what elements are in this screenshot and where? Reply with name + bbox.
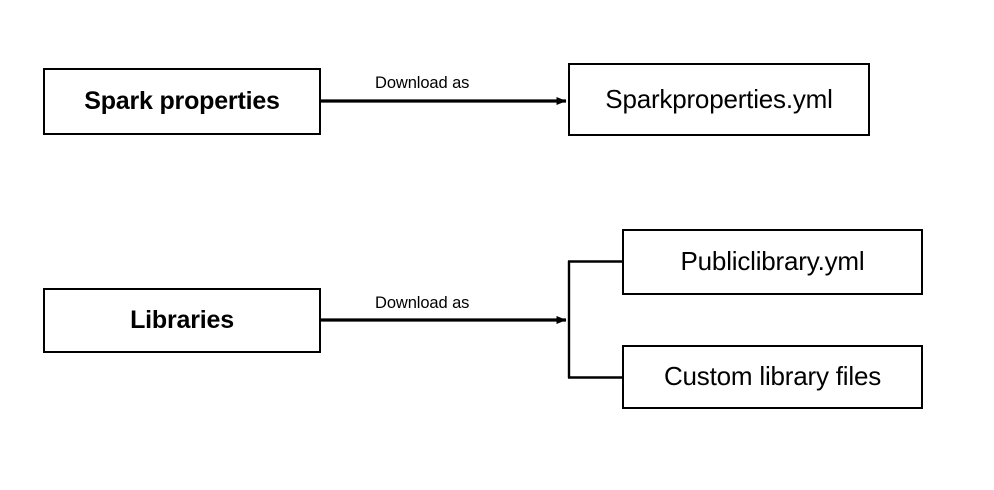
edge-label-download-as-libraries: Download as [375, 294, 470, 312]
edge-label-download-as-spark: Download as [375, 74, 470, 92]
node-libraries-label: Libraries [130, 306, 234, 335]
node-publiclibrary-yml-label: Publiclibrary.yml [680, 246, 865, 277]
node-sparkproperties-yml-label: Sparkproperties.yml [605, 83, 833, 114]
node-publiclibrary-yml: Publiclibrary.yml [622, 229, 923, 295]
node-spark-properties-label: Spark properties [84, 87, 280, 116]
node-custom-library-files: Custom library files [622, 345, 923, 409]
node-libraries: Libraries [43, 288, 321, 353]
node-custom-library-files-label: Custom library files [663, 361, 882, 392]
node-spark-properties: Spark properties [43, 68, 321, 135]
node-sparkproperties-yml: Sparkproperties.yml [568, 63, 870, 136]
